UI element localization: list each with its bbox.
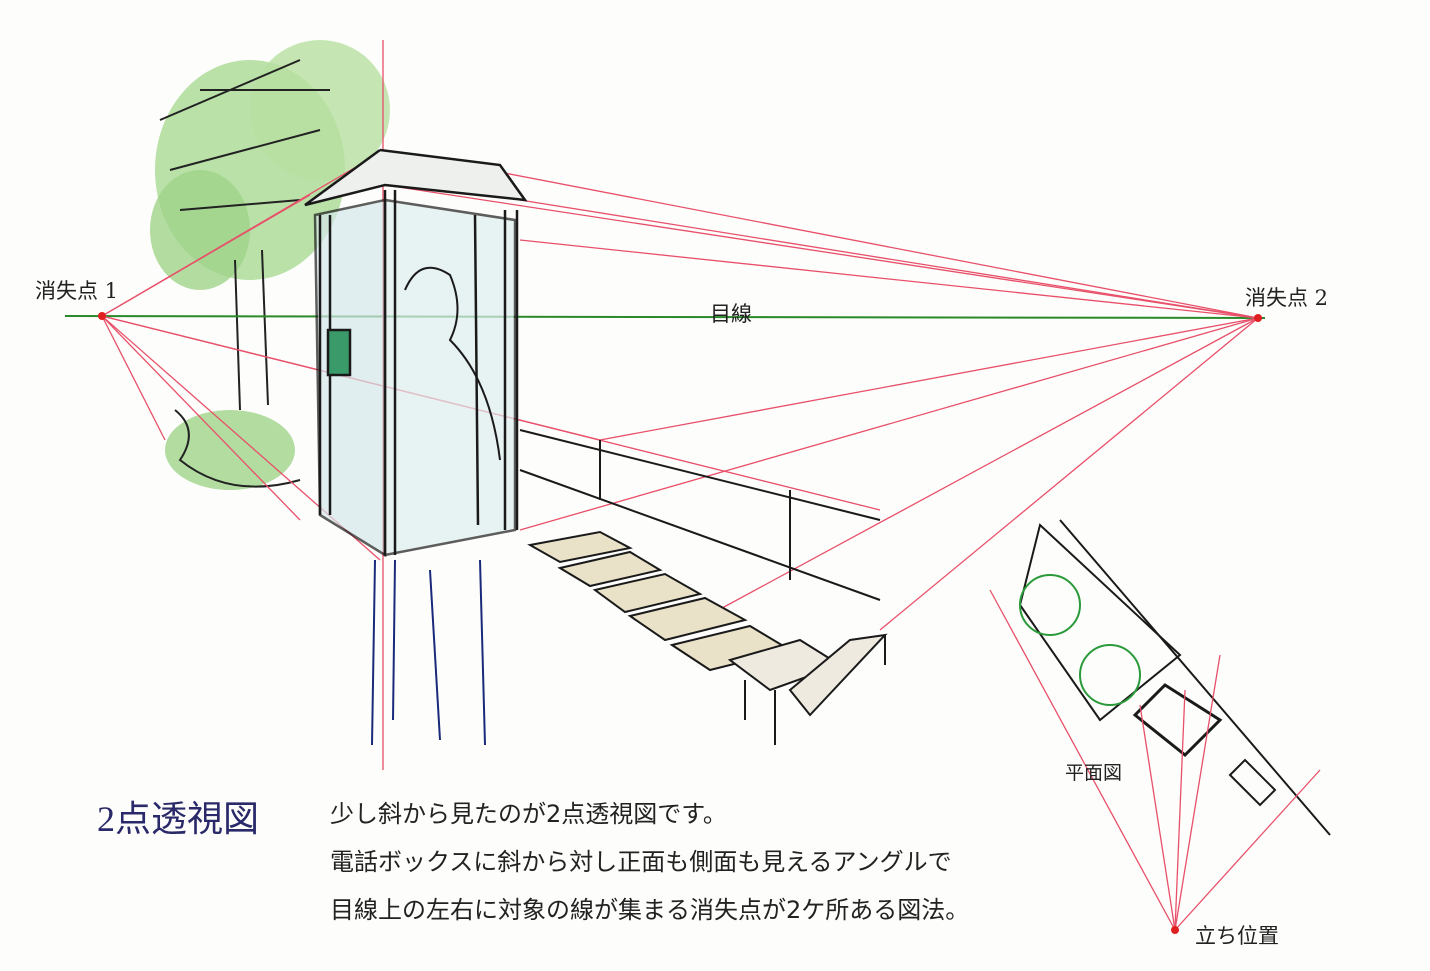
plan-view bbox=[1018, 519, 1331, 836]
vanishing-point-2-label: 消失点 2 bbox=[1245, 286, 1329, 310]
tree bbox=[150, 40, 390, 490]
steps bbox=[519, 429, 888, 745]
vanishing-point-1-marker bbox=[98, 312, 106, 320]
plan-sight-lines bbox=[989, 589, 1321, 931]
figure bbox=[371, 559, 486, 746]
caption-line: 目線上の左右に対象の線が集まる消失点が2ケ所ある図法。 bbox=[330, 896, 970, 924]
caption-line: 電話ボックスに斜から対し正面も側面も見えるアングルで bbox=[330, 848, 952, 876]
caption-text: 少し斜から見たのが2点透視図です。 電話ボックスに斜から対し正面も側面も見えるア… bbox=[330, 790, 969, 934]
eye-line-label: 目線 bbox=[710, 302, 752, 326]
standing-position-marker bbox=[1171, 926, 1179, 934]
eye-line bbox=[64, 315, 1266, 319]
standing-position-label: 立ち位置 bbox=[1195, 924, 1279, 948]
phone-box bbox=[304, 148, 528, 558]
diagram-title: 2点透視図 bbox=[97, 799, 260, 839]
caption-line: 少し斜から見たのが2点透視図です。 bbox=[330, 800, 727, 828]
vanishing-point-2-marker bbox=[1254, 314, 1262, 322]
vanishing-point-1-label: 消失点 1 bbox=[35, 279, 119, 303]
plan-view-label: 平面図 bbox=[1065, 762, 1123, 784]
